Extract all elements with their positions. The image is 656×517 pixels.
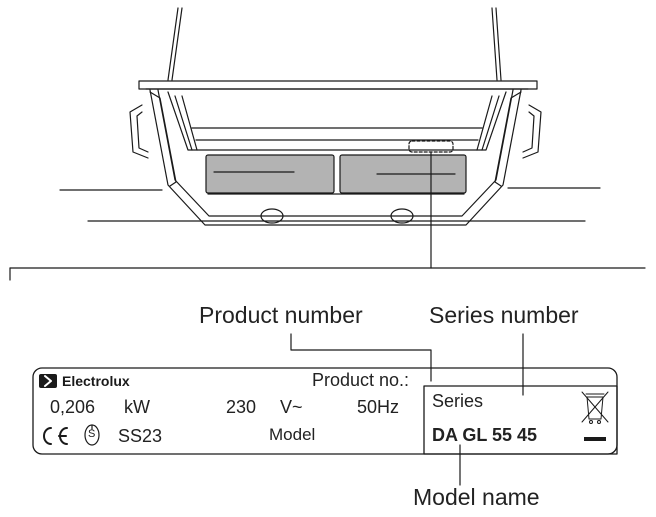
ce-mark-icon [43,427,68,445]
product-number-callout: Product number [199,302,363,328]
voltage-value: 230 [226,397,257,417]
product-no-label: Product no.: [312,370,410,390]
power-value: 0,206 [50,397,96,417]
series-number-callout: Series number [429,302,579,328]
series-label: Series [432,391,484,411]
voltage-unit: V~ [280,397,303,417]
rating-plate [32,367,618,455]
grease-filters [205,154,467,194]
brand-name: Electrolux [62,373,130,389]
power-unit: kW [124,397,150,417]
model-value: DA GL 55 45 [432,425,538,445]
safety-mark-letter: S [88,428,96,440]
standard-code: SS23 [118,426,163,446]
zoom-leader-line [9,151,646,281]
frequency-value: 50Hz [357,397,400,417]
safety-mark-icon [84,424,100,446]
product-number-leader [290,333,432,382]
model-name-callout: Model name [413,484,540,510]
electrolux-logo-icon [39,374,57,388]
model-label: Model [269,425,316,444]
weee-bin-icon [581,391,609,424]
